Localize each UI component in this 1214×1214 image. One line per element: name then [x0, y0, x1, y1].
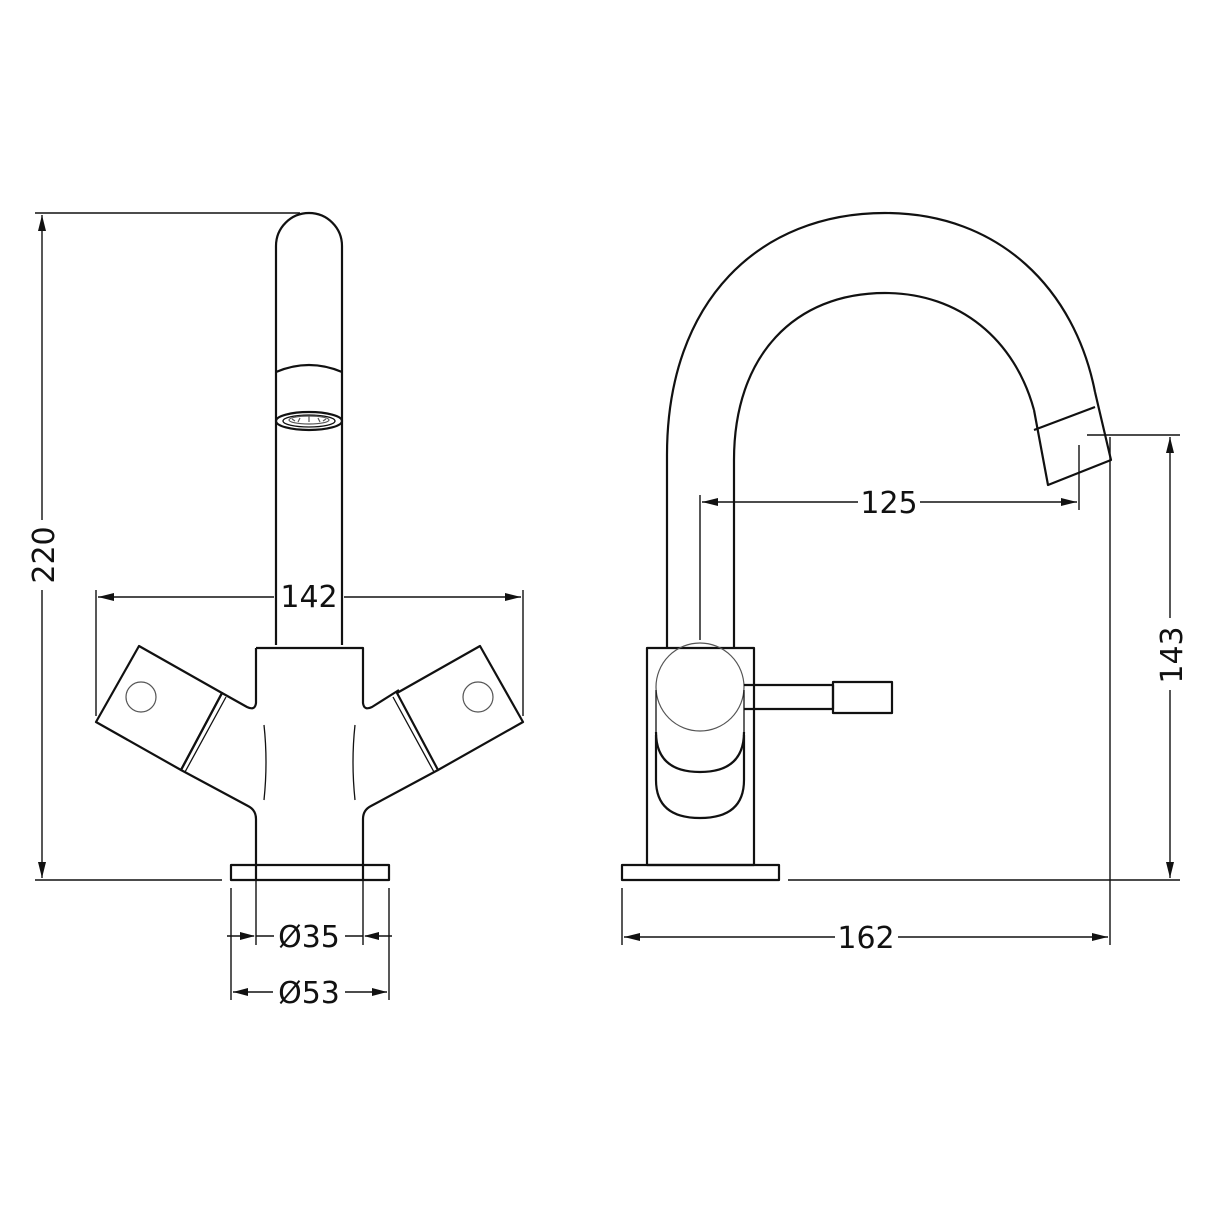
dim-overall-depth: 162	[621, 888, 1108, 956]
side-gooseneck-spout	[665, 211, 1113, 648]
dim-handle-span: 142	[95, 580, 524, 716]
front-right-handle	[392, 644, 525, 773]
dim-label-142: 142	[280, 580, 337, 615]
dim-label-d35: Ø35	[278, 920, 340, 955]
front-base-plate	[229, 863, 391, 882]
dim-label-125: 125	[860, 486, 917, 521]
front-left-handle	[94, 644, 227, 773]
dim-label-d53: Ø53	[278, 976, 340, 1011]
dim-outlet-height: 143	[788, 434, 1190, 945]
side-view: 125 143 162	[620, 211, 1190, 956]
dim-overall-height: 220	[27, 212, 300, 881]
dim-label-143: 143	[1155, 626, 1190, 683]
dim-label-162: 162	[837, 921, 894, 956]
front-spout-pillar	[274, 211, 344, 645]
front-view: 220 142 Ø35	[27, 211, 525, 1011]
dim-base-diameter: Ø53	[230, 888, 390, 1011]
side-base-plate	[620, 863, 781, 882]
dim-spout-reach: 125	[699, 445, 1080, 640]
dim-label-220: 220	[27, 526, 62, 583]
dim-body-diameter: Ø35	[227, 872, 392, 955]
front-body	[180, 646, 439, 880]
side-lever	[654, 642, 894, 820]
